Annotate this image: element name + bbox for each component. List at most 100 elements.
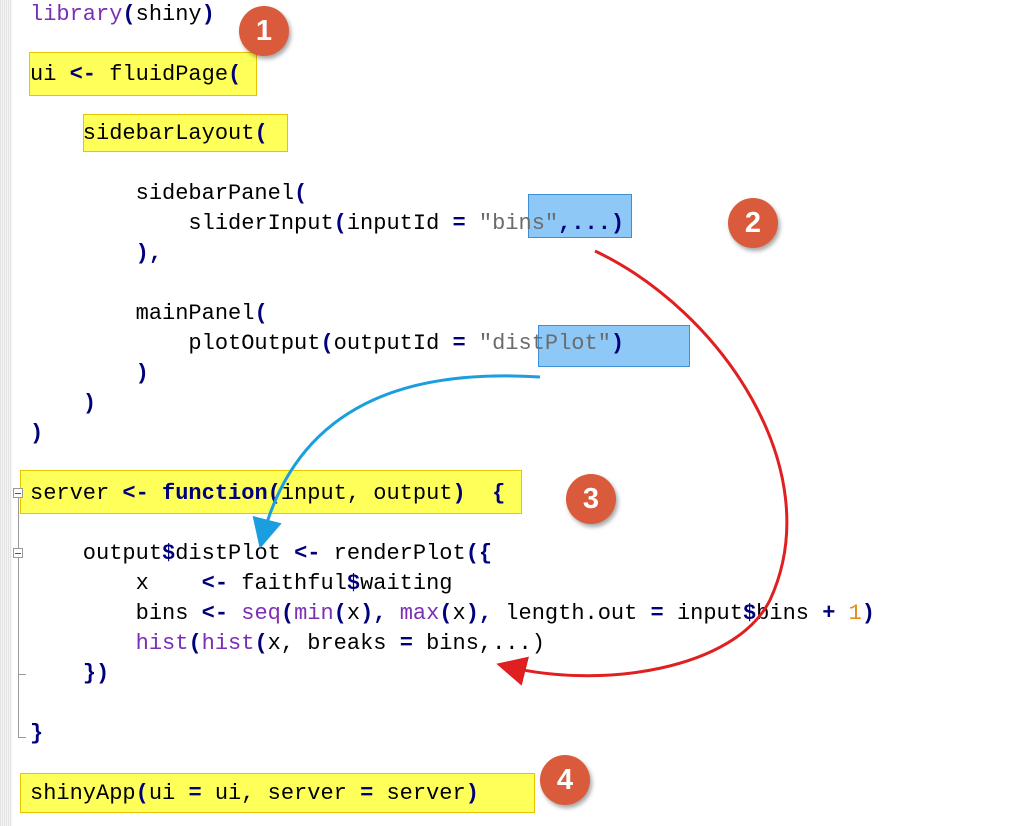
code-token: =: [360, 781, 374, 806]
code-token: x, breaks: [267, 631, 400, 656]
code-token: =: [452, 211, 466, 236]
code-line-mainpanel[interactable]: mainPanel(: [30, 299, 268, 329]
badge-2: 2: [728, 198, 778, 248]
code-token: 1: [848, 601, 862, 626]
code-line-library[interactable]: library(shiny): [30, 0, 215, 30]
code-line-server-close[interactable]: }: [30, 719, 43, 749]
code-token: }): [82, 661, 110, 686]
code-line-plotoutput[interactable]: plotOutput(outputId = "distPlot"): [30, 329, 624, 359]
code-token: (: [439, 601, 453, 626]
code-token: ui, server: [201, 781, 361, 806]
fold-toggle-renderplot[interactable]: [13, 548, 23, 558]
code-token: min: [294, 601, 334, 626]
code-token: input, output: [280, 481, 453, 506]
fold-guide-end-server: [18, 737, 26, 738]
code-token: ): [610, 211, 625, 236]
code-line-hist[interactable]: hist(hist(x, breaks = bins,...): [30, 629, 545, 659]
code-token: (: [188, 631, 202, 656]
code-line-server-function[interactable]: server <- function(input, output) {: [30, 479, 505, 509]
code-token: faithful: [228, 571, 347, 596]
code-token: =: [399, 631, 413, 656]
code-token: x: [30, 571, 202, 596]
code-token: (: [228, 62, 242, 87]
code-token: shinyApp: [30, 781, 136, 806]
code-token: =: [650, 601, 664, 626]
badge-4: 4: [540, 755, 590, 805]
code-token: ): [861, 601, 875, 626]
code-token: library: [30, 2, 123, 27]
highlight-shinyapp: [20, 773, 535, 813]
code-line-fluidpage-close[interactable]: ): [30, 419, 43, 449]
code-token: seq: [241, 601, 281, 626]
code-token: bins,...): [412, 631, 545, 656]
code-token: "distPlot": [478, 331, 611, 356]
code-token: ): [135, 361, 149, 386]
code-token: ): [30, 421, 44, 446]
code-token: ): [452, 481, 466, 506]
fold-guide-server: [18, 498, 19, 738]
red-arrow: [496, 249, 789, 686]
code-token: =: [188, 781, 202, 806]
code-token: (: [294, 181, 308, 206]
highlight-fluidpage: [29, 52, 257, 96]
code-line-bins-assign[interactable]: bins <- seq(min(x), max(x), length.out =…: [30, 599, 875, 629]
code-token: function: [162, 481, 268, 506]
code-token: output: [30, 541, 163, 566]
code-token: hist: [201, 631, 255, 656]
code-token: (: [254, 121, 268, 146]
code-token: =: [452, 331, 466, 356]
code-token: <-: [122, 481, 149, 506]
code-token: x: [452, 601, 466, 626]
code-token: (: [320, 331, 334, 356]
code-token: <-: [294, 541, 321, 566]
code-token: sidebarLayout: [30, 121, 255, 146]
code-token: sliderInput: [30, 211, 334, 236]
blue-arrow: [252, 374, 541, 549]
code-token: +: [822, 601, 836, 626]
code-token: ({: [465, 541, 493, 566]
code-token: bins: [756, 601, 823, 626]
code-token: <-: [69, 62, 97, 87]
code-token: length.out: [492, 601, 651, 626]
code-token: ): [465, 781, 479, 806]
code-token: ): [82, 391, 97, 416]
code-token: ),: [465, 601, 493, 626]
code-token: mainPanel: [30, 301, 255, 326]
code-token: <-: [201, 571, 229, 596]
code-token: (: [267, 481, 281, 506]
code-line-sidebarlayout[interactable]: sidebarLayout(: [30, 119, 268, 149]
code-token: max: [399, 601, 440, 626]
code-token: (: [280, 601, 295, 626]
code-token: (: [333, 601, 347, 626]
code-token: ),: [135, 241, 163, 266]
code-line-sidebarpanel-close[interactable]: ),: [30, 239, 162, 269]
code-token: ,...: [558, 211, 611, 236]
code-line-sidebarlayout-close[interactable]: ): [30, 389, 96, 419]
code-token: <-: [201, 601, 229, 626]
code-line-renderplot[interactable]: output$distPlot <- renderPlot({: [30, 539, 492, 569]
fold-guide-end-renderplot: [18, 674, 26, 675]
code-token: shiny: [135, 2, 202, 27]
code-line-x-assign[interactable]: x <- faithful$waiting: [30, 569, 453, 599]
editor-gutter: [0, 0, 12, 826]
code-line-mainpanel-close[interactable]: ): [30, 359, 149, 389]
highlight-sidebarlayout: [83, 114, 288, 152]
code-token: waiting: [360, 571, 453, 596]
code-token: inputId: [346, 211, 453, 236]
highlight-server-function: [20, 470, 522, 514]
code-token: $: [162, 541, 176, 566]
code-token: input: [663, 601, 743, 626]
code-token: (: [122, 2, 136, 27]
code-token: (: [135, 781, 149, 806]
code-token: server: [30, 481, 123, 506]
code-token: server: [373, 781, 466, 806]
code-line-ui-fluidpage[interactable]: ui <- fluidPage(: [30, 60, 241, 90]
code-line-renderplot-close[interactable]: }): [30, 659, 109, 689]
code-line-shinyapp[interactable]: shinyApp(ui = ui, server = server): [30, 779, 479, 809]
badge-3: 3: [566, 474, 616, 524]
code-line-sidebarpanel[interactable]: sidebarPanel(: [30, 179, 308, 209]
code-line-sliderinput[interactable]: sliderInput(inputId = "bins",...): [30, 209, 624, 239]
fold-toggle-server[interactable]: [13, 488, 23, 498]
